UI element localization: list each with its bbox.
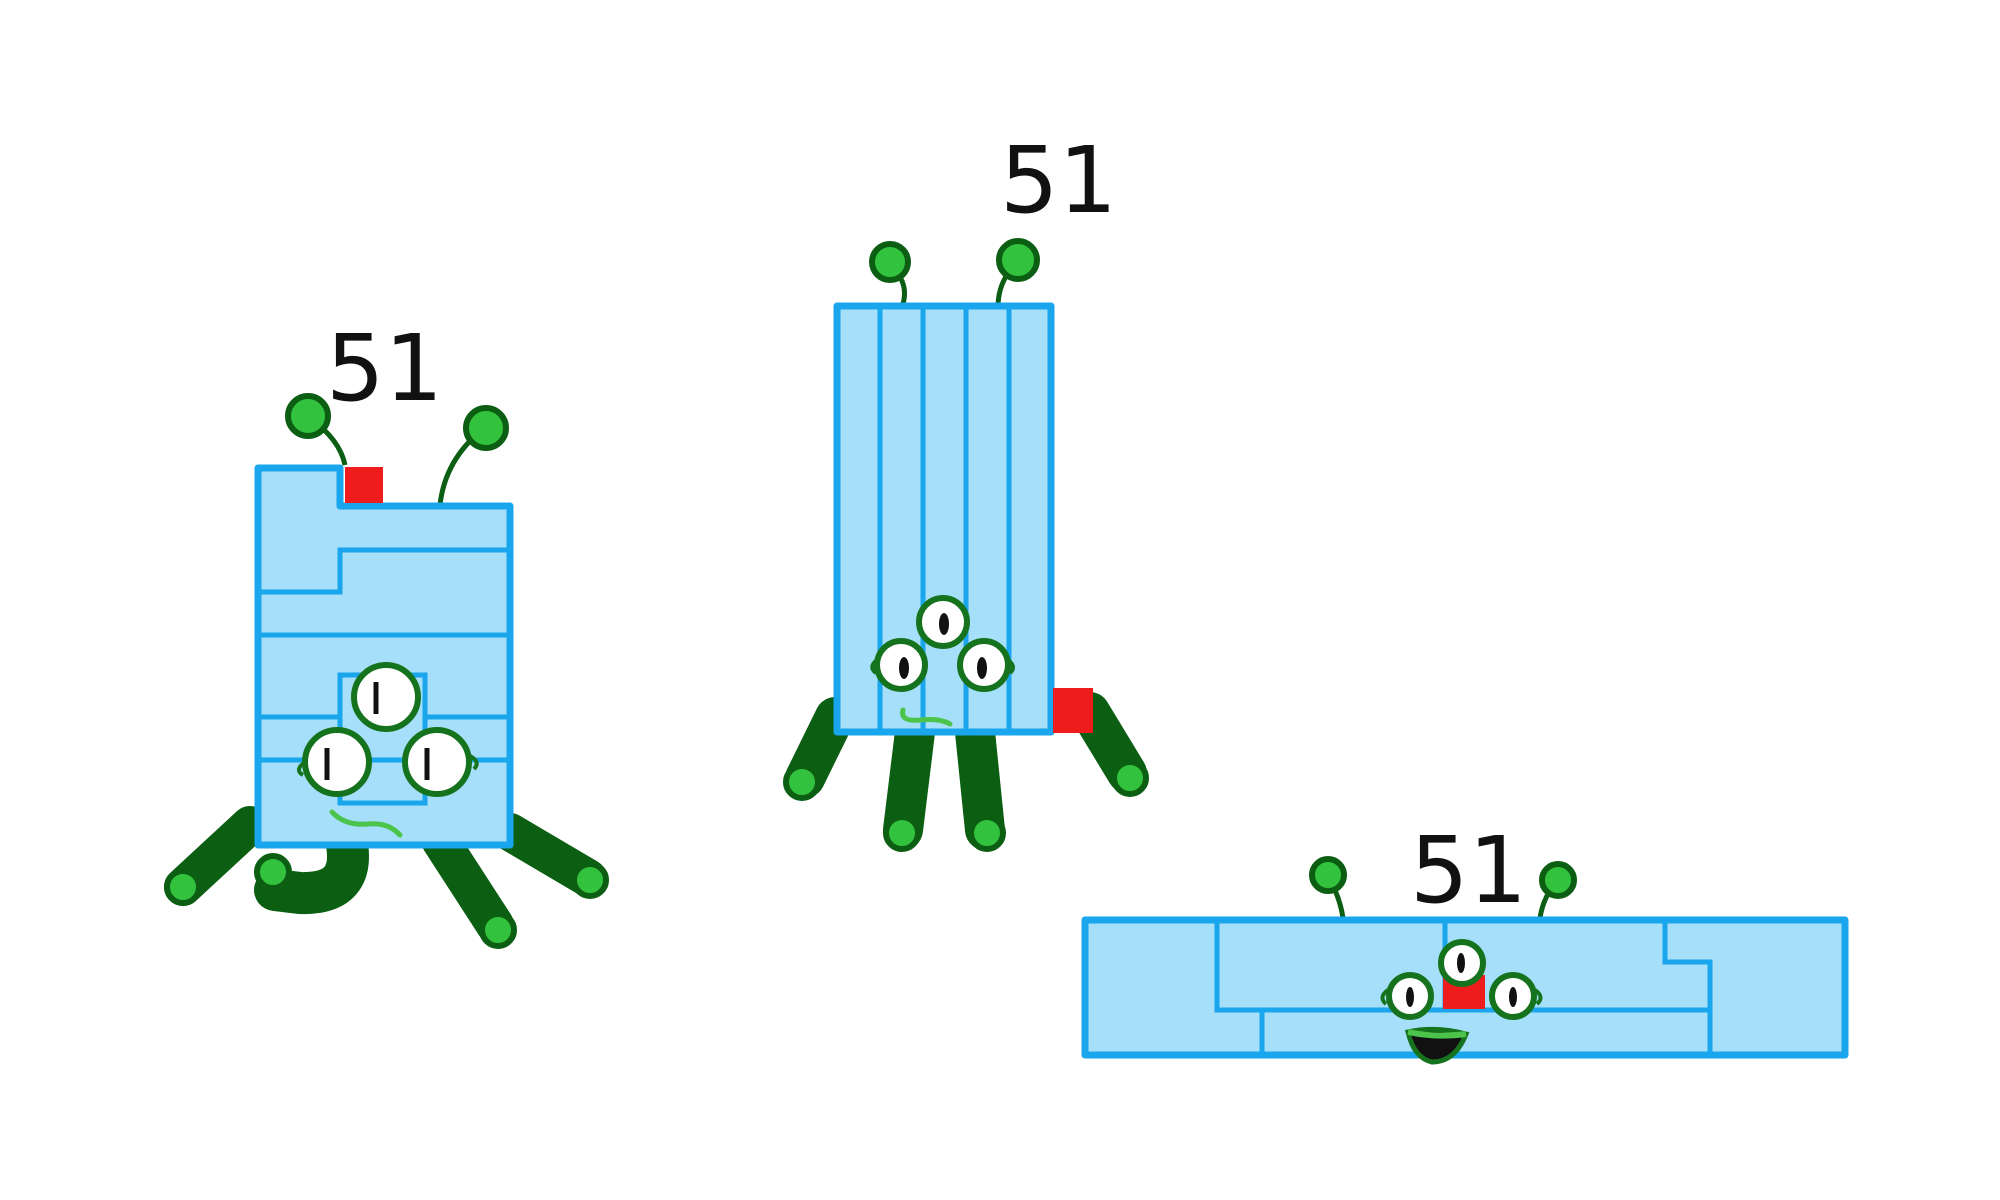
number-label: 51 xyxy=(326,315,443,422)
number-label: 51 xyxy=(1410,817,1527,924)
eyes-middle-character xyxy=(870,595,1015,692)
mouth-left-character xyxy=(329,809,403,838)
eyes-right-character xyxy=(1380,939,1543,1020)
mouth-right-character xyxy=(1404,1026,1470,1065)
legs-left-character xyxy=(164,806,609,949)
body-left-character xyxy=(254,464,514,849)
antennae-middle-character xyxy=(869,238,1040,308)
eyes-left-character xyxy=(297,662,479,797)
character-middle: 51 xyxy=(783,127,1149,852)
mouth-middle-character xyxy=(900,707,953,727)
character-left: 51 xyxy=(164,315,609,949)
number-label: 51 xyxy=(1000,127,1117,234)
character-right: 51 xyxy=(1081,817,1849,1065)
antennae-left-character xyxy=(285,393,509,506)
legs-middle-character xyxy=(783,692,1149,852)
antennae-right-character xyxy=(1309,856,1577,919)
red-square-icon xyxy=(345,467,383,503)
red-square-icon xyxy=(1053,688,1093,733)
body-middle-character xyxy=(833,302,1055,736)
